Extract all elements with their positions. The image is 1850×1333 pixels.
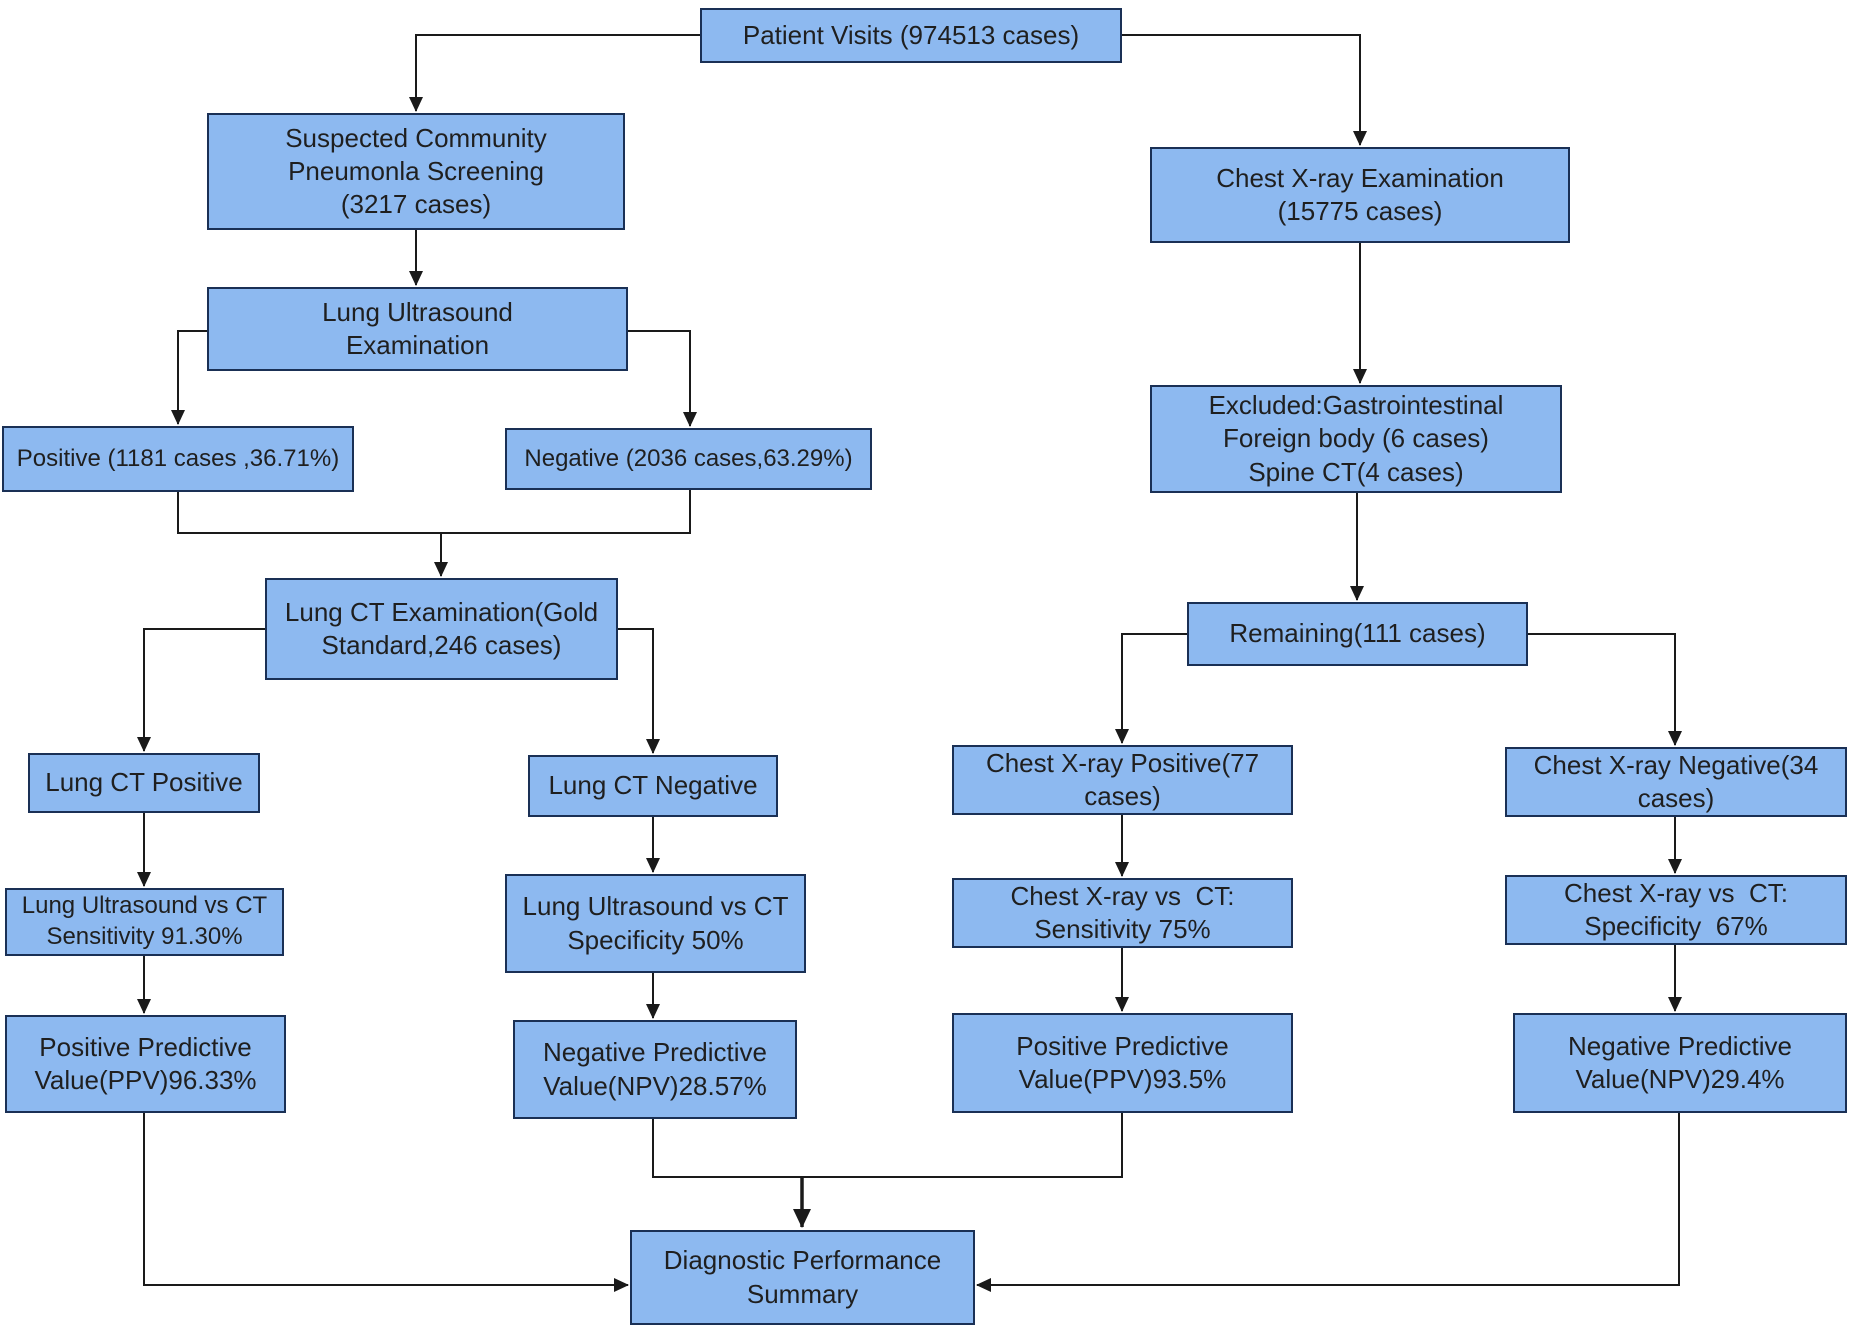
node-summary: Diagnostic Performance Summary [630, 1230, 975, 1325]
edge-remaining-to-cxr-negative [1528, 633, 1682, 746]
edge-lus-ppv-to-summary [143, 1113, 629, 1292]
edge-lus-exam-to-positive [171, 330, 210, 425]
node-cxr-specificity: Chest X-ray vs CT: Specificity 67% [1505, 875, 1847, 945]
node-cxr-specificity-label: Chest X-ray vs CT: Specificity 67% [1564, 877, 1788, 941]
node-lus-ppv-label: Positive Predictive Value(PPV)96.33% [34, 1031, 257, 1095]
edge-cxr-ppv-to-merge2 [802, 1113, 1123, 1178]
node-remaining: Remaining(111 cases) [1187, 602, 1528, 666]
edge-negative-to-merge [441, 490, 691, 534]
node-lung-ct-exam: Lung CT Examination(Gold Standard,246 ca… [265, 578, 618, 680]
node-cxr-negative: Chest X-ray Negative(34 cases) [1505, 747, 1847, 817]
node-lung-ct-exam-label: Lung CT Examination(Gold Standard,246 ca… [284, 596, 599, 660]
node-lus-positive-label: Positive (1181 cases ,36.71%) [16, 444, 340, 472]
node-lus-ppv: Positive Predictive Value(PPV)96.33% [5, 1015, 286, 1113]
node-cxr-positive: Chest X-ray Positive(77 cases) [952, 745, 1293, 815]
node-lus-specificity: Lung Ultrasound vs CT Specificity 50% [505, 874, 806, 973]
edge-remaining-to-cxr-positive [1115, 633, 1187, 744]
edge-lung-ct-to-ct-positive [137, 628, 267, 752]
edge-cxr-npv-to-summary [976, 1113, 1680, 1292]
node-lung-ct-negative-label: Lung CT Negative [548, 770, 758, 801]
node-lus-sensitivity-label: Lung Ultrasound vs CT Sensitivity 91.30% [21, 892, 268, 950]
node-lus-specificity-label: Lung Ultrasound vs CT Specificity 50% [522, 891, 789, 955]
node-lus-negative-label: Negative (2036 cases,63.29%) [524, 444, 853, 472]
node-lus-sensitivity: Lung Ultrasound vs CT Sensitivity 91.30% [5, 888, 284, 956]
node-lus-negative: Negative (2036 cases,63.29%) [505, 428, 872, 490]
node-lung-ultrasound-exam: Lung Ultrasound Examination [207, 287, 628, 371]
node-cxr-npv: Negative Predictive Value(NPV)29.4% [1513, 1013, 1847, 1113]
node-patient-visits: Patient Visits (974513 cases) [700, 8, 1122, 63]
node-remaining-label: Remaining(111 cases) [1229, 618, 1486, 649]
node-lus-positive: Positive (1181 cases ,36.71%) [2, 426, 354, 492]
node-cxr-sensitivity: Chest X-ray vs CT: Sensitivity 75% [952, 878, 1293, 948]
edge-positive-to-merge [177, 492, 441, 534]
node-excluded: Excluded:Gastrointestinal Foreign body (… [1150, 385, 1562, 493]
node-lung-ct-positive-label: Lung CT Positive [45, 767, 243, 798]
node-cxr-positive-label: Chest X-ray Positive(77 cases) [985, 747, 1260, 811]
node-cxr-ppv-label: Positive Predictive Value(PPV)93.5% [1016, 1030, 1229, 1094]
node-cxr-ppv: Positive Predictive Value(PPV)93.5% [952, 1013, 1293, 1113]
node-cxr-negative-label: Chest X-ray Negative(34 cases) [1533, 749, 1819, 813]
node-cxr-npv-label: Negative Predictive Value(NPV)29.4% [1568, 1030, 1792, 1094]
edge-patient-to-suspected [409, 34, 700, 112]
node-cxr-sensitivity-label: Chest X-ray vs CT: Sensitivity 75% [1010, 880, 1235, 944]
node-lung-ct-positive: Lung CT Positive [28, 753, 260, 813]
node-lung-ultrasound-exam-label: Lung Ultrasound Examination [322, 296, 513, 360]
node-lus-npv: Negative Predictive Value(NPV)28.57% [513, 1020, 797, 1119]
node-suspected-screening: Suspected Community Pneumonla Screening … [207, 113, 625, 230]
node-suspected-screening-label: Suspected Community Pneumonla Screening … [285, 122, 547, 220]
node-cxr-exam: Chest X-ray Examination (15775 cases) [1150, 147, 1570, 243]
edge-lung-ct-to-ct-negative [616, 628, 660, 754]
node-patient-visits-label: Patient Visits (974513 cases) [742, 19, 1080, 50]
edge-lus-npv-to-merge2 [652, 1119, 802, 1178]
node-cxr-exam-label: Chest X-ray Examination (15775 cases) [1216, 162, 1504, 226]
edge-patient-to-cxr-exam [1122, 34, 1367, 146]
node-lung-ct-negative: Lung CT Negative [528, 755, 778, 817]
node-excluded-label: Excluded:Gastrointestinal Foreign body (… [1208, 390, 1504, 487]
node-summary-label: Diagnostic Performance Summary [663, 1245, 942, 1309]
node-lus-npv-label: Negative Predictive Value(NPV)28.57% [543, 1037, 767, 1101]
edge-lus-exam-to-negative [626, 330, 697, 427]
